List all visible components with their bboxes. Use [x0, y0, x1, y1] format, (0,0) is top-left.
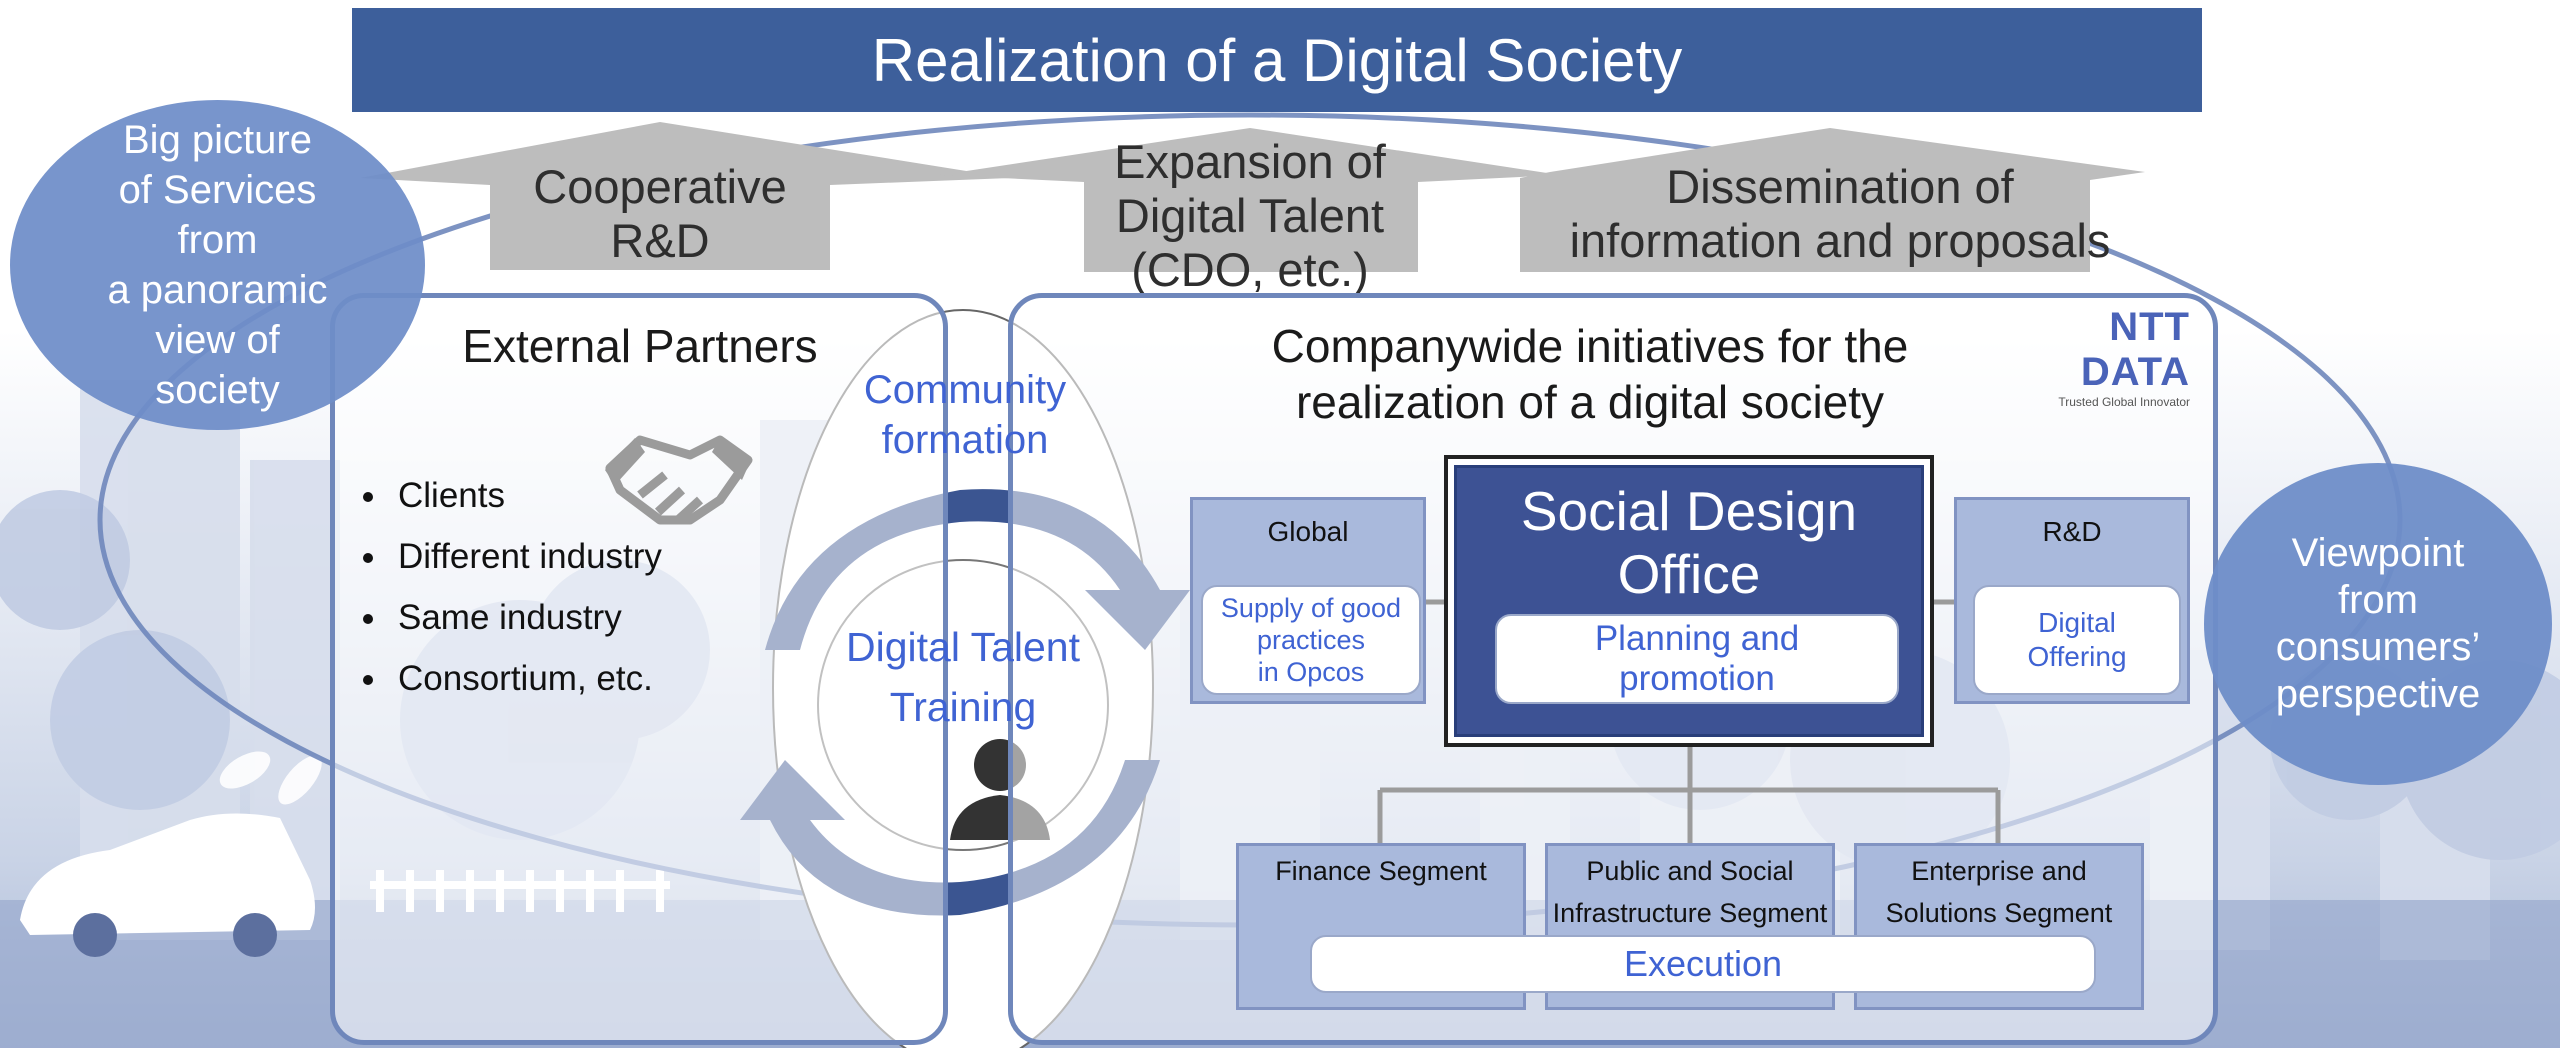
global-box: Global Supply of good practices in Opcos	[1190, 497, 1426, 704]
external-partners-panel	[330, 293, 948, 1045]
consumer-viewpoint-text: Viewpoint from consumers’ perspective	[2275, 531, 2481, 716]
global-title: Global	[1267, 516, 1349, 547]
execution-bar: Execution	[1310, 935, 2096, 993]
list-item: Consortium, etc.	[390, 648, 770, 709]
list-item: Same industry	[390, 587, 770, 648]
sdo-title: Social Design Office	[1520, 480, 1858, 605]
leaf-icon	[219, 751, 322, 805]
social-design-office-box: Social Design Office Planning and promot…	[1454, 465, 1924, 737]
big-picture-circle: Big picture of Services from a panoramic…	[10, 100, 425, 430]
social-design-office-frame: Social Design Office Planning and promot…	[1444, 455, 1934, 747]
global-practices-box: Supply of good practices in Opcos	[1201, 585, 1421, 695]
logo-tagline: Trusted Global Innovator	[2058, 395, 2190, 409]
list-item: Clients	[390, 465, 770, 526]
logo-text: NTT DATA	[2080, 305, 2190, 394]
segment-label: Enterprise and Solutions Segment	[1885, 856, 2113, 928]
segment-label: Public and Social Infrastructure Segment	[1552, 856, 1828, 928]
arrow-label-cooperative-rd: Cooperative R&D	[533, 160, 787, 267]
external-partners-heading: External Partners	[462, 320, 818, 372]
community-formation-label: Community formation	[863, 368, 1067, 462]
planning-promotion-text: Planning and promotion	[1594, 619, 1800, 698]
segment-label: Finance Segment	[1275, 856, 1487, 886]
digital-talent-training-label: Digital Talent Training	[846, 624, 1080, 730]
rd-title: R&D	[2042, 516, 2102, 547]
companywide-heading: Companywide initiatives for the realizat…	[1271, 320, 1909, 428]
car-icon	[20, 813, 315, 957]
list-item: Different industry	[390, 526, 770, 587]
global-practices-text: Supply of good practices in Opcos	[1220, 593, 1402, 687]
planning-promotion-box: Planning and promotion	[1495, 614, 1899, 704]
rd-box: R&D Digital Offering	[1954, 497, 2190, 704]
arrow-label-dissemination: Dissemination of information and proposa…	[1569, 160, 2111, 267]
top-arrows	[360, 122, 2145, 272]
title-banner: Realization of a Digital Society	[352, 8, 2202, 112]
page-title: Realization of a Digital Society	[871, 26, 1683, 94]
consumer-viewpoint-circle: Viewpoint from consumers’ perspective	[2204, 463, 2552, 785]
digital-offering-box: Digital Offering	[1973, 585, 2181, 695]
execution-text: Execution	[1623, 943, 1783, 984]
digital-offering-text: Digital Offering	[2027, 607, 2127, 672]
arrow-label-expansion-talent: Expansion of Digital Talent (CDO, etc.)	[1114, 135, 1386, 296]
partner-list: Clients Different industry Same industry…	[350, 465, 770, 709]
ntt-data-logo: NTT DATA Trusted Global Innovator	[1990, 305, 2190, 409]
big-picture-text: Big picture of Services from a panoramic…	[107, 118, 328, 412]
